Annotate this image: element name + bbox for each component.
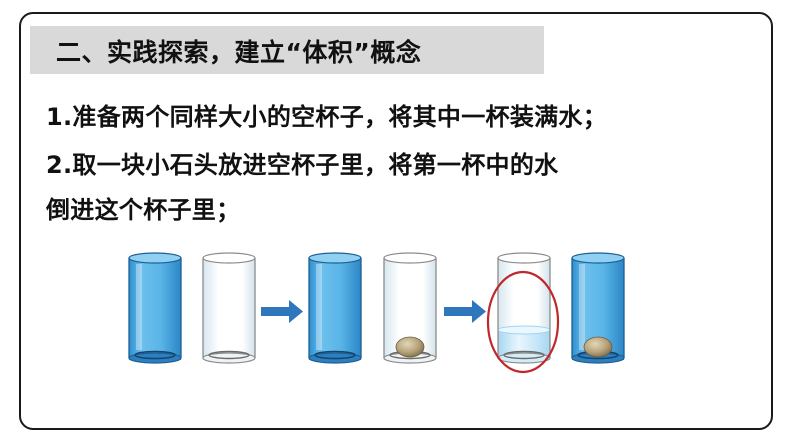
step-2-text: 2.取一块小石头放进空杯子里，将第一杯中的水 bbox=[46, 151, 559, 179]
section-title: 二、实践探索，建立“体积”概念 bbox=[56, 38, 422, 67]
cup-with-stone bbox=[383, 252, 437, 364]
step-1-text: 1.准备两个同样大小的空杯子，将其中一杯装满水； bbox=[46, 103, 608, 131]
arrow-right-icon bbox=[261, 300, 303, 323]
cup-full-water bbox=[128, 252, 182, 364]
cup-empty bbox=[202, 252, 256, 364]
section-title-bar: 二、实践探索，建立“体积”概念 bbox=[30, 26, 544, 74]
highlight-circle bbox=[486, 270, 560, 374]
cup-full-water bbox=[308, 252, 362, 364]
step-2-text-continued: 倒进这个杯子里； bbox=[46, 196, 241, 224]
slide-frame bbox=[19, 12, 773, 430]
cup-full-water-with-stone bbox=[571, 252, 625, 364]
stone bbox=[395, 336, 425, 358]
arrow-right-icon bbox=[444, 300, 486, 323]
cup-little-water bbox=[497, 252, 551, 364]
stone bbox=[583, 336, 613, 358]
